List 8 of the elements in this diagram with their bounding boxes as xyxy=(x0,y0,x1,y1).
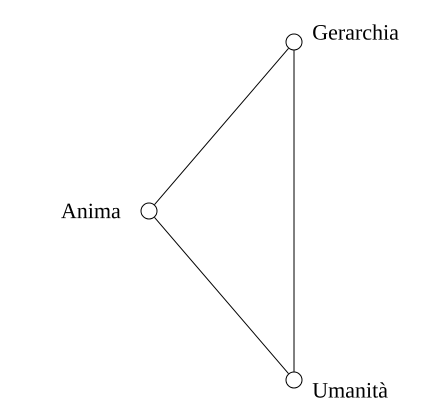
node-label: Anima xyxy=(61,204,121,218)
node-label: Umanità xyxy=(312,382,388,398)
circle-node xyxy=(286,372,302,388)
node-label: Gerarchia xyxy=(313,24,399,40)
connector-line xyxy=(154,216,289,374)
circle-node xyxy=(286,34,302,50)
connector-line xyxy=(154,48,289,206)
circle-node xyxy=(140,202,158,220)
